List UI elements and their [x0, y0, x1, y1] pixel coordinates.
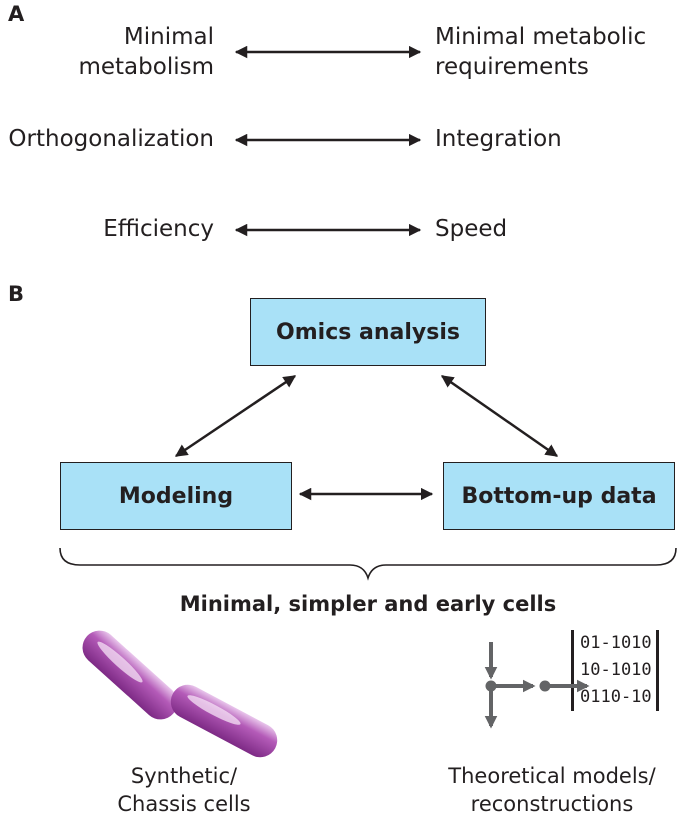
pair-3-right: Speed: [435, 216, 508, 242]
pair-1-right: Minimal metabolic requirements: [435, 22, 646, 82]
bottom-up-data-box: Bottom-up data: [443, 462, 675, 530]
pair-2-right: Integration: [435, 126, 562, 152]
caption: Minimal, simpler and early cells: [179, 592, 557, 616]
theoretical-models-label-line-2: reconstructions: [470, 792, 634, 816]
pair-1-left-line-2: metabolism: [78, 54, 214, 80]
theoretical-models-label: Theoretical models/ reconstructions: [432, 762, 672, 818]
matrix-row-1: 01-1010: [580, 633, 652, 653]
pair-3-left: Efficiency: [103, 216, 214, 242]
matrix-row-2: 10-1010: [580, 660, 652, 680]
modeling-box: Modeling: [60, 462, 292, 530]
synthetic-cells-label-line-1: Synthetic/: [130, 764, 238, 788]
synthetic-cells-label-line-2: Chassis cells: [117, 792, 251, 816]
panel-label-b: B: [8, 282, 25, 306]
network-icon: [484, 642, 590, 729]
pair-2-left: Orthogonalization: [8, 126, 214, 152]
omics-analysis-box: Omics analysis: [250, 298, 486, 366]
grouping-brace: [59, 547, 677, 581]
pair-1-left-line-1: Minimal: [123, 24, 214, 50]
cell-icon: [82, 630, 278, 758]
binary-matrix: 01-1010 10-1010 0110-10: [571, 630, 659, 711]
pair-1-right-line-2: requirements: [435, 54, 589, 80]
panel-label-a: A: [8, 2, 25, 26]
arrow-omics-bottomup: [440, 374, 559, 458]
arrow-omics-modeling: [174, 374, 297, 458]
pair-1-left: Minimal metabolism: [78, 22, 214, 82]
matrix-row-3: 0110-10: [580, 687, 652, 707]
synthetic-cells-label: Synthetic/ Chassis cells: [64, 762, 304, 818]
pair-1-right-line-1: Minimal metabolic: [435, 24, 647, 50]
theoretical-models-label-line-1: Theoretical models/: [448, 764, 656, 788]
